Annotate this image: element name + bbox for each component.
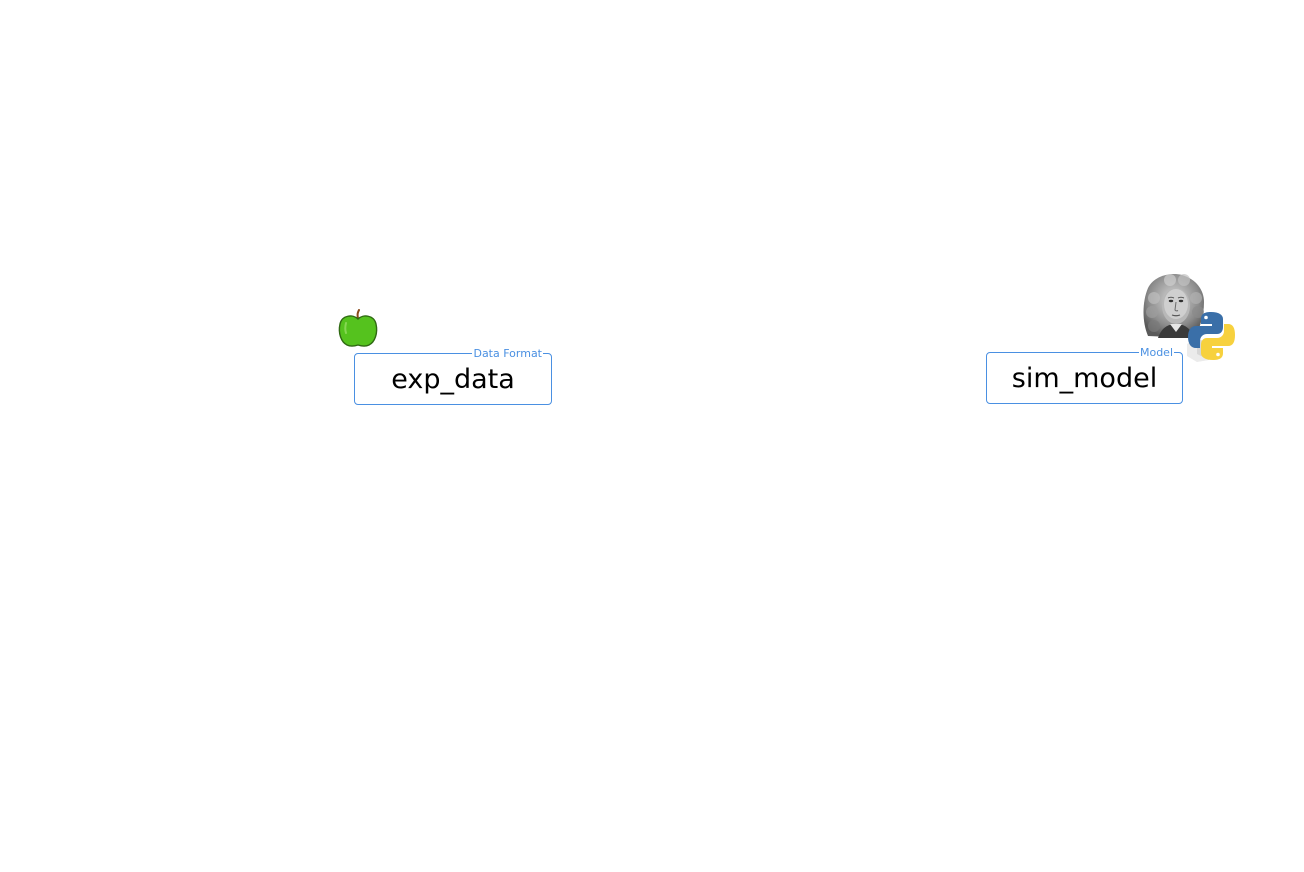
node-title: exp_data [391, 363, 515, 395]
node-exp-data[interactable]: Data Format exp_data [354, 347, 552, 405]
newton-portrait-icon [1143, 274, 1204, 338]
python-logo-icon [1187, 312, 1235, 362]
node-type-label: Data Format [472, 347, 543, 360]
node-sim-model[interactable]: Model sim_model [986, 346, 1183, 404]
node-type-label: Model [1138, 346, 1174, 359]
apple-icon [338, 309, 378, 347]
node-title: sim_model [1011, 362, 1158, 394]
